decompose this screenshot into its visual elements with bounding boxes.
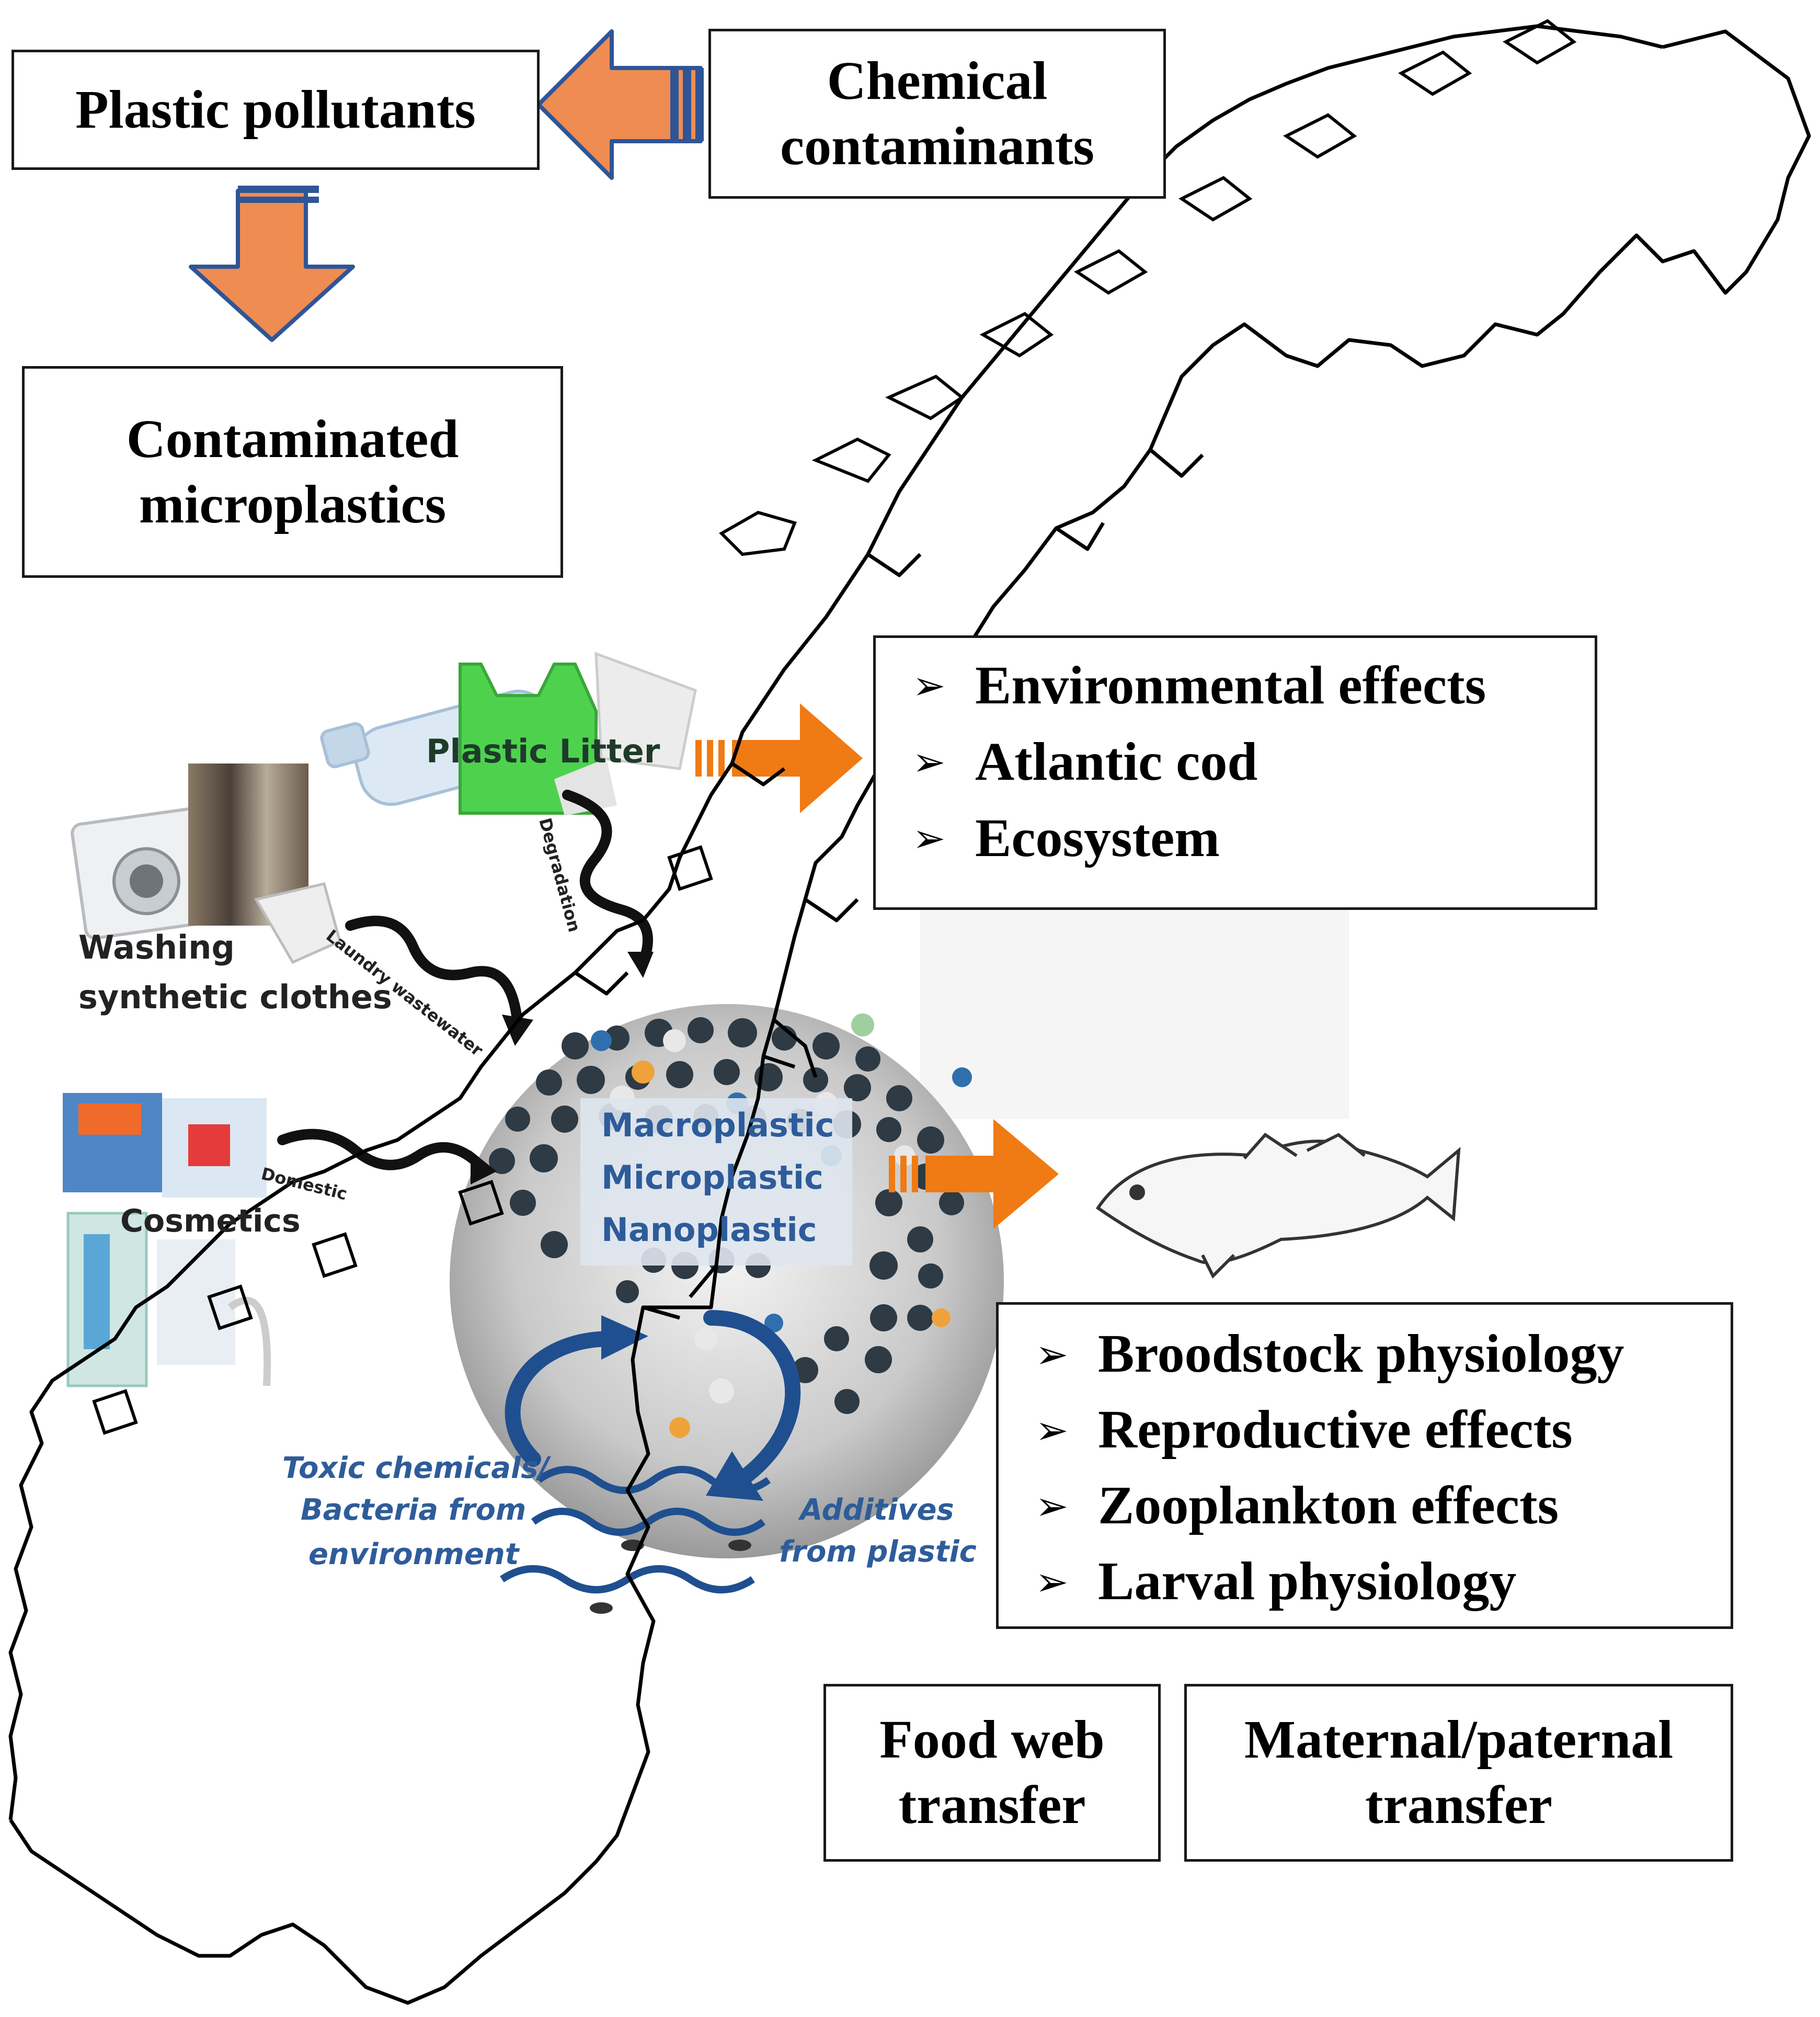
wavy-arrows [277, 790, 653, 1171]
food-web-line1: Food web [879, 1710, 1105, 1770]
wave-icon [500, 1466, 771, 1593]
physiology-item-label: Broodstock physiology [1098, 1324, 1624, 1384]
contaminated-microplastics-box: Contaminated microplastics [22, 366, 563, 578]
food-web-line2: transfer [898, 1775, 1086, 1835]
arrow-right-icon [695, 703, 1059, 1229]
effects-item-label: Ecosystem [975, 807, 1220, 868]
maternal-line1: Maternal/paternal [1244, 1710, 1674, 1770]
effects-item: ➢ Atlantic cod [912, 724, 1257, 800]
cosmetics-image [63, 1093, 271, 1387]
bullet-arrow-icon: ➢ [1035, 1406, 1069, 1453]
contaminated-microplastics-line1: Contaminated [126, 408, 459, 469]
physiology-item: ➢ Reproductive effects [1035, 1392, 1573, 1468]
toxic-chemicals-label-line2: Bacteria from [301, 1493, 526, 1527]
chemical-contaminants-line1: Chemical [827, 50, 1048, 111]
food-web-transfer-box: Food web transfer [823, 1684, 1161, 1862]
physiology-item-label: Zooplankton effects [1098, 1475, 1559, 1536]
plastic-particle-sphere [450, 1004, 1004, 1558]
effects-item: ➢ Environmental effects [912, 647, 1486, 724]
plastic-pollutants-text: Plastic pollutants [75, 79, 476, 140]
effects-item-label: Atlantic cod [975, 731, 1258, 792]
plastic-litter-label: Plastic Litter [426, 732, 660, 770]
chemical-contaminants-box: Chemical contaminants [708, 29, 1166, 199]
microplastic-label: Microplastic [601, 1158, 823, 1196]
toxic-chemicals-label-line3: environment [308, 1537, 519, 1571]
cycle-arrow-icon [505, 1310, 801, 1483]
physiology-item-label: Larval physiology [1098, 1551, 1517, 1612]
nanoplastic-label: Nanoplastic [601, 1211, 817, 1249]
plastic-pollutants-box: Plastic pollutants [12, 50, 540, 170]
wavy-arrow-heads [471, 952, 654, 1184]
cosmetics-label: Cosmetics [120, 1203, 301, 1239]
additives-label-line1: Additives [800, 1493, 954, 1527]
arrow-down-icon [189, 186, 355, 342]
maternal-line2: transfer [1365, 1775, 1553, 1835]
plastic-bag-icon [459, 663, 598, 815]
bullet-arrow-icon: ➢ [1035, 1330, 1069, 1377]
background-panel [920, 899, 1349, 1119]
contaminated-microplastics-line2: microplastics [139, 474, 447, 534]
bullet-arrow-icon: ➢ [912, 662, 946, 709]
chemical-contaminants-line2: contaminants [780, 116, 1094, 176]
physiology-item-label: Reproductive effects [1098, 1399, 1573, 1460]
physiology-item: ➢ Larval physiology [1035, 1544, 1516, 1620]
effects-box: ➢ Environmental effects ➢ Atlantic cod ➢… [873, 635, 1597, 910]
effects-item-label: Environmental effects [975, 655, 1486, 715]
physiology-item: ➢ Zooplankton effects [1035, 1468, 1559, 1544]
bullet-arrow-icon: ➢ [912, 738, 946, 785]
washing-clothes-image [71, 764, 341, 964]
washing-label-line1: Washing [78, 928, 235, 966]
coastal-islands [92, 19, 1577, 1435]
toxic-chemicals-label-line1: Toxic chemicals/ [282, 1451, 550, 1485]
washing-label-line2: synthetic clothes [78, 978, 392, 1016]
bullet-arrow-icon: ➢ [1035, 1482, 1069, 1529]
bullet-arrow-icon: ➢ [912, 815, 946, 862]
arrow-left-icon [536, 29, 704, 180]
maternal-paternal-transfer-box: Maternal/paternal transfer [1184, 1684, 1733, 1862]
effects-item: ➢ Ecosystem [912, 800, 1220, 876]
physiology-item: ➢ Broodstock physiology [1035, 1316, 1624, 1392]
additives-label-line2: from plastic [779, 1535, 977, 1569]
cod-fish-icon [1095, 1133, 1461, 1279]
macroplastic-label: Macroplastic [601, 1106, 834, 1144]
plastic-litter-image [320, 652, 697, 816]
bullet-arrow-icon: ➢ [1035, 1558, 1069, 1605]
physiology-box: ➢ Broodstock physiology ➢ Reproductive e… [996, 1302, 1733, 1629]
